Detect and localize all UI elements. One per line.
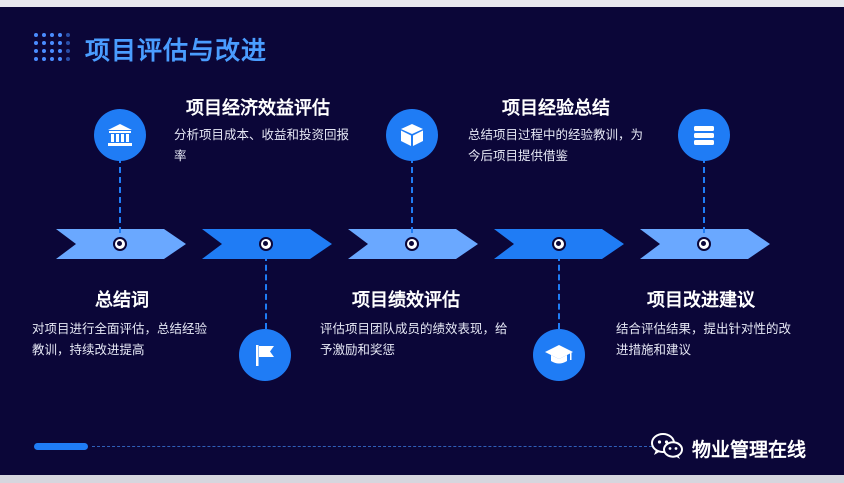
slide: 项目评估与改进 — [0, 7, 844, 475]
wechat-icon — [650, 432, 684, 464]
graduation-cap-icon — [533, 329, 585, 381]
timeline-node-2 — [259, 237, 273, 251]
connector-down-1 — [265, 255, 267, 329]
footer-dashed-line — [92, 446, 652, 447]
step-title-4: 项目经验总结 — [502, 98, 610, 119]
footer-accent-bar — [34, 443, 88, 450]
layers-icon — [678, 109, 730, 161]
timeline-node-3 — [405, 237, 419, 251]
step-title-3: 项目绩效评估 — [352, 290, 460, 311]
connector-up-4 — [411, 157, 413, 233]
flag-icon — [239, 329, 291, 381]
connector-up-2 — [119, 157, 121, 233]
step-title-2: 项目经济效益评估 — [186, 98, 330, 119]
watermark-text: 物业管理在线 — [692, 438, 807, 461]
decorative-dots — [34, 33, 70, 67]
timeline-node-1 — [113, 237, 127, 251]
step-title-5: 项目改进建议 — [647, 290, 755, 311]
step-desc-4: 总结项目过程中的经验教训，为今后项目提供借鉴 — [468, 127, 644, 163]
timeline-node-5 — [697, 237, 711, 251]
step-desc-1: 对项目进行全面评估，总结经验教训，持续改进提高 — [32, 321, 208, 357]
bank-icon — [94, 109, 146, 161]
watermark: 物业管理在线 — [650, 432, 806, 464]
slide-title: 项目评估与改进 — [85, 36, 268, 65]
connector-down-3 — [558, 255, 560, 329]
step-desc-2: 分析项目成本、收益和投资回报率 — [174, 127, 350, 163]
connector-up-5 — [703, 157, 705, 233]
step-title-1: 总结词 — [95, 290, 149, 311]
step-desc-5: 结合评估结果，提出针对性的改进措施和建议 — [616, 321, 792, 357]
bottom-strip — [0, 475, 844, 483]
timeline-node-4 — [552, 237, 566, 251]
box-icon — [386, 109, 438, 161]
step-desc-3: 评估项目团队成员的绩效表现，给予激励和奖惩 — [320, 321, 508, 357]
